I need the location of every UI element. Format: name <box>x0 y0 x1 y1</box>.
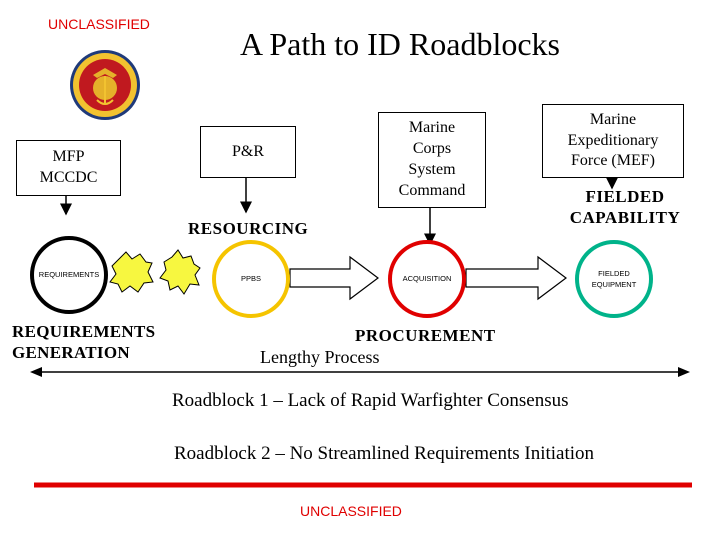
fielded-capability-label: FIELDED CAPABILITY <box>569 187 681 228</box>
block-arrow-2 <box>465 255 567 301</box>
requirements-circle: REQUIREMENTS <box>30 236 108 314</box>
requirements-generation-label: REQUIREMENTS GENERATION <box>12 322 156 363</box>
lengthy-process-label: Lengthy Process <box>260 347 380 367</box>
mfp-mccdc-box: MFP MCCDC <box>16 140 121 196</box>
burst-icon-2 <box>159 249 201 295</box>
classification-top: UNCLASSIFIED <box>48 16 150 32</box>
requirements-circle-label: REQUIREMENTS <box>38 270 100 280</box>
roadblock-2: Roadblock 2 – No Streamlined Requirement… <box>174 443 595 464</box>
ppbs-circle: PPBS <box>212 240 290 318</box>
marine-corps-system-command-box: Marine Corps System Command <box>378 112 486 208</box>
page-title: A Path to ID Roadblocks <box>240 26 560 62</box>
marine-corps-system-command-label: Marine Corps System Command <box>398 119 466 199</box>
mfp-mccdc-label: MFP MCCDC <box>39 148 98 186</box>
p-and-r-label: P&R <box>231 142 264 160</box>
block-arrow-1 <box>289 255 379 301</box>
classification-bottom: UNCLASSIFIED <box>300 503 402 519</box>
fielded-equipment-circle-label: FIELDED EQUIPMENT <box>591 268 637 289</box>
burst-icon-1 <box>109 251 154 293</box>
marine-expeditionary-force-label: Marine Expeditionary Force (MEF) <box>567 110 659 170</box>
fielded-equipment-circle: FIELDED EQUIPMENT <box>575 240 653 318</box>
procurement-label: PROCUREMENT <box>355 326 496 345</box>
marine-expeditionary-force-box: Marine Expeditionary Force (MEF) <box>542 104 684 178</box>
resourcing-label: RESOURCING <box>188 219 309 238</box>
ppbs-circle-label: PPBS <box>240 274 261 284</box>
acquisition-circle-label: ACQUISITION <box>402 274 452 284</box>
acquisition-circle: ACQUISITION <box>388 240 466 318</box>
p-and-r-box: P&R <box>200 126 296 178</box>
roadblock-1: Roadblock 1 – Lack of Rapid Warfighter C… <box>172 390 569 411</box>
